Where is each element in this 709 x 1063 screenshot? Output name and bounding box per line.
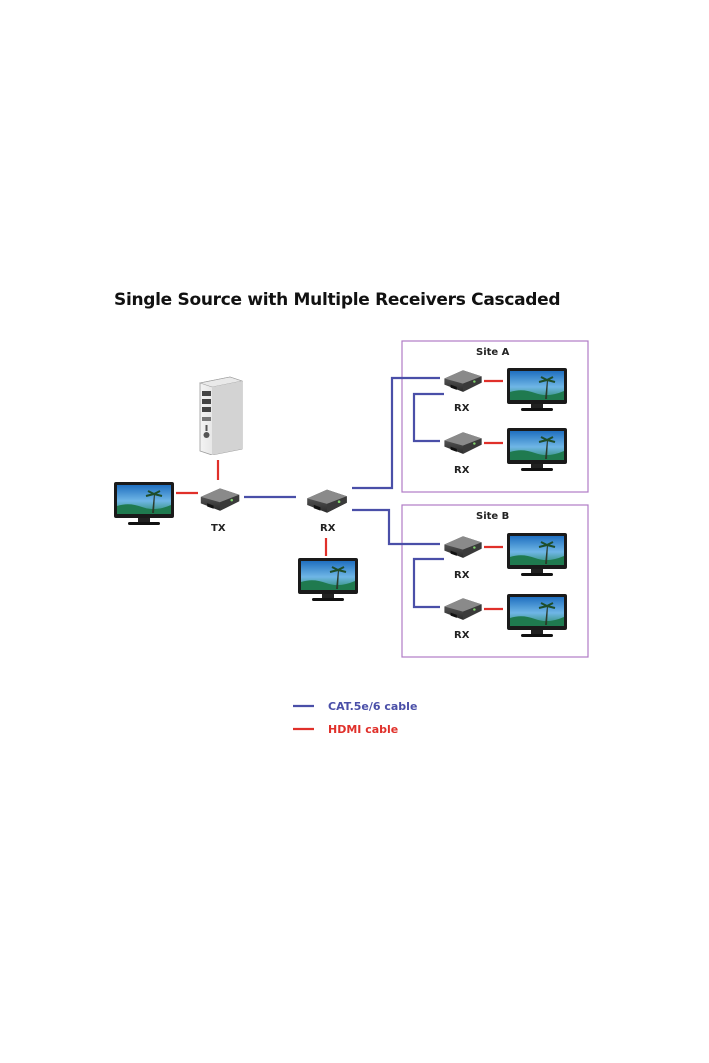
site-a-label: Site A [476, 347, 510, 358]
pc-tower-icon [199, 376, 243, 455]
site-b-label: Site B [476, 511, 509, 522]
tx-extender-icon [200, 488, 240, 511]
cat-cables [244, 376, 444, 609]
rx-main-extender-icon [307, 489, 347, 513]
site-a-box [401, 340, 589, 493]
legend-cat-label: CAT.5e/6 cable [328, 700, 417, 713]
legend: CAT.5e/6 cable HDMI cable [293, 700, 417, 736]
rx-a2-label: RX [454, 465, 470, 476]
rx-main-label: RX [320, 523, 336, 534]
diagram-title: Single Source with Multiple Receivers Ca… [114, 290, 561, 310]
tx-label: TX [211, 523, 226, 534]
site-b-box [401, 504, 589, 658]
rx-main-monitor-icon [298, 558, 358, 602]
rx-a1-label: RX [454, 403, 470, 414]
rx-b2-label: RX [454, 630, 470, 641]
hdmi-cables [176, 379, 503, 611]
source-monitor-icon [114, 482, 174, 526]
legend-hdmi-label: HDMI cable [328, 723, 398, 736]
rx-b1-label: RX [454, 570, 470, 581]
